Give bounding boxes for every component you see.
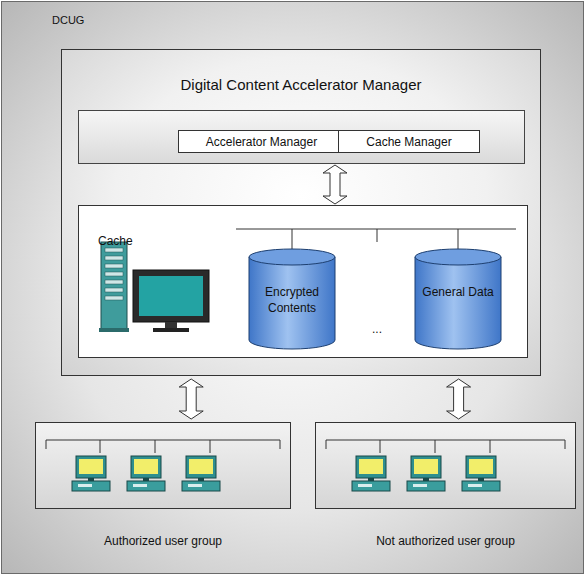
monitor-frame bbox=[133, 270, 209, 322]
pc-base bbox=[462, 481, 500, 491]
server-slot bbox=[105, 296, 123, 300]
pc-base bbox=[127, 481, 165, 491]
pc-monitor bbox=[466, 456, 496, 478]
manager-module-box: Accelerator Manager bbox=[178, 130, 345, 153]
pc-base bbox=[72, 481, 110, 491]
pc-screen bbox=[134, 459, 158, 474]
pc-monitor bbox=[131, 456, 161, 478]
user-group-illustration bbox=[316, 423, 577, 508]
lan-tap bbox=[210, 440, 211, 453]
lan-tap bbox=[490, 440, 491, 453]
pc-monitor bbox=[356, 456, 386, 478]
accelerator-manager-panel: Digital Content Accelerator ManagerAccel… bbox=[61, 49, 541, 376]
cache-box: CacheEncrypted Contents General Data... bbox=[78, 205, 528, 358]
lan-tap bbox=[280, 440, 281, 449]
server-slot bbox=[105, 256, 123, 260]
node-label: Not authorized user group bbox=[306, 534, 585, 548]
pc-screen bbox=[79, 459, 103, 474]
lan-tap bbox=[565, 440, 566, 449]
user-group-box: Not authorized user group bbox=[315, 422, 576, 509]
double-arrow-connector bbox=[447, 379, 471, 419]
bus-tap bbox=[292, 229, 293, 249]
lan-tap bbox=[435, 440, 436, 453]
pc-drive bbox=[413, 484, 427, 487]
lan-tap bbox=[380, 440, 381, 453]
pc-monitor bbox=[76, 456, 106, 478]
bus-tap bbox=[377, 229, 378, 242]
node-label: Accelerator Manager bbox=[179, 135, 344, 149]
cylinder-body bbox=[415, 257, 501, 349]
user-group-box: Authorized user group bbox=[35, 422, 291, 509]
pc-base bbox=[407, 481, 445, 491]
cylinder-top bbox=[415, 249, 501, 265]
cylinder-top bbox=[249, 249, 335, 265]
server-slot bbox=[105, 248, 123, 252]
lan-tap bbox=[100, 440, 101, 453]
ellipsis-label: ... bbox=[372, 322, 382, 336]
server-tower bbox=[101, 242, 127, 330]
node-label: Authorized user group bbox=[26, 534, 300, 548]
lan-bus bbox=[326, 440, 565, 441]
pc-base bbox=[352, 481, 390, 491]
monitor-stand bbox=[165, 322, 177, 328]
node-label: Digital Content Accelerator Manager bbox=[62, 76, 540, 93]
pc-screen bbox=[189, 459, 213, 474]
double-arrow bbox=[323, 165, 347, 204]
database-cylinder: General Data bbox=[414, 248, 502, 350]
pc-drive bbox=[133, 484, 147, 487]
lan-tap bbox=[326, 440, 327, 449]
double-arrow-connector bbox=[179, 379, 203, 419]
node-label: General Data bbox=[418, 284, 498, 300]
server-base bbox=[99, 328, 129, 332]
node-label: DCUG bbox=[52, 14, 84, 26]
user-group-illustration bbox=[36, 423, 292, 508]
server-slot bbox=[105, 288, 123, 292]
manager-module-box: Cache Manager bbox=[338, 130, 480, 153]
pc-drive bbox=[188, 484, 202, 487]
server-slot bbox=[105, 280, 123, 284]
pc-screen bbox=[414, 459, 438, 474]
bus-line bbox=[236, 229, 516, 230]
pc-monitor bbox=[186, 456, 216, 478]
bus-tap bbox=[458, 229, 459, 249]
pc-monitor bbox=[411, 456, 441, 478]
monitor-screen bbox=[139, 276, 203, 316]
pc-drive bbox=[78, 484, 92, 487]
node-label: Cache Manager bbox=[339, 135, 479, 149]
lan-bus bbox=[46, 440, 280, 441]
lan-tap bbox=[46, 440, 47, 449]
lan-tap bbox=[155, 440, 156, 453]
database-cylinder: Encrypted Contents bbox=[248, 248, 336, 350]
pc-drive bbox=[358, 484, 372, 487]
server-slot bbox=[105, 264, 123, 268]
pc-base bbox=[182, 481, 220, 491]
node-label: Encrypted Contents bbox=[252, 284, 332, 316]
monitor-foot bbox=[153, 328, 189, 332]
server-slot bbox=[105, 272, 123, 276]
pc-screen bbox=[469, 459, 493, 474]
node-label: Cache bbox=[98, 234, 133, 248]
pc-screen bbox=[359, 459, 383, 474]
cylinder-body bbox=[249, 257, 335, 349]
pc-drive bbox=[468, 484, 482, 487]
